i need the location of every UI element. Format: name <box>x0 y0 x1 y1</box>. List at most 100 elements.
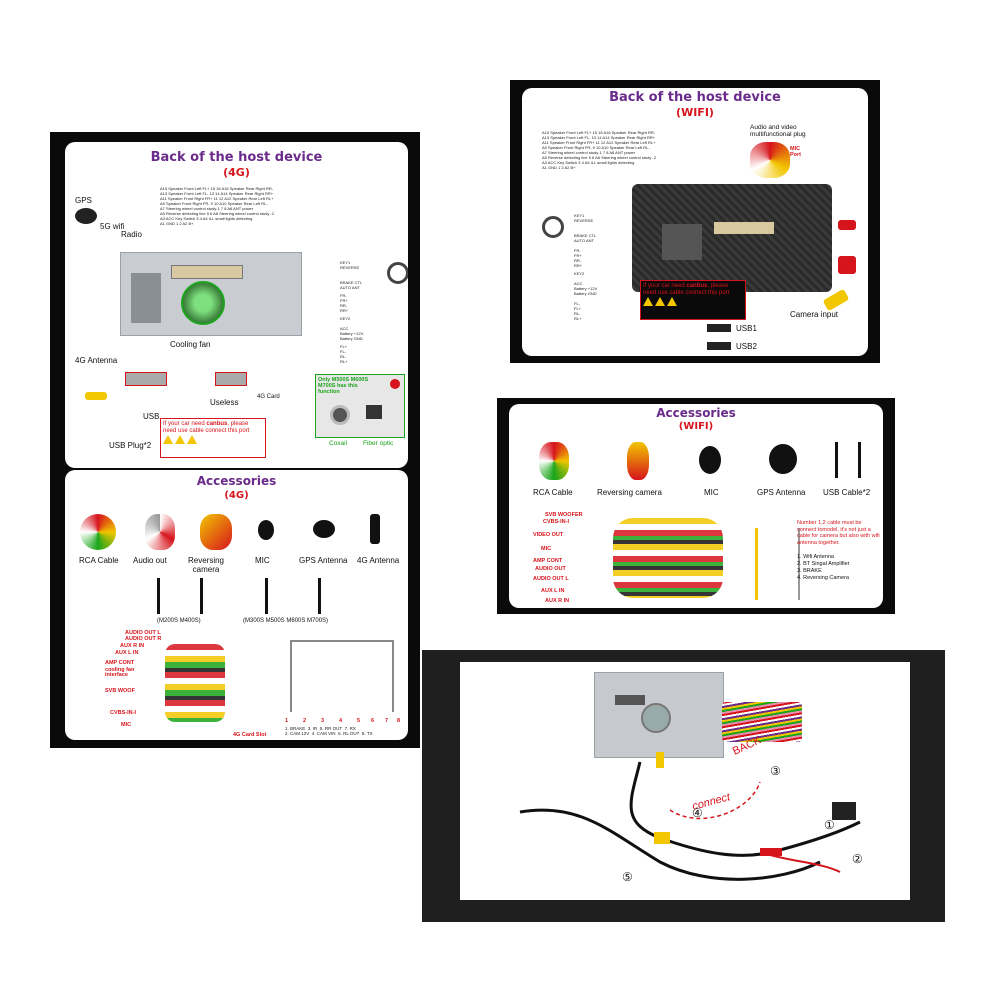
rca-yellow-icon <box>85 392 107 400</box>
pin-row: A7 Steering wheel control study-1 7 8 A8… <box>160 206 254 211</box>
camera-cable <box>629 761 861 857</box>
harness-label: CVBS-IN-I <box>110 710 136 716</box>
harness-label: AUDIO OUT <box>535 566 566 572</box>
acc-wifi-subtitle: (WIFI) <box>678 421 714 432</box>
wire-label: RR+ <box>340 308 349 313</box>
acc-wifi-title: Accessories <box>656 406 736 420</box>
harness-label: cooling fan interface <box>105 667 135 678</box>
harness-label: AUDIO OUT R <box>125 636 162 642</box>
pin-row: A15 Speaker Front Left FL+ 15 16 A16 Spe… <box>160 186 274 191</box>
accessories-4g-card: Accessories (4G) RCA Cable Audio out Rev… <box>65 470 408 740</box>
pin-row: A5 Reverse detecting line 5 6 A6 Steerin… <box>160 211 275 216</box>
canbus-suffix: , please need use cable connect this por… <box>643 283 730 296</box>
gps-antenna-icon <box>769 444 797 474</box>
pin-legend-item: 1. BRAKE <box>285 726 306 731</box>
acc-item-label: RCA Cable <box>533 488 573 497</box>
accessories-wifi-card: Accessories (WIFI) RCA Cable Reversing c… <box>509 404 883 608</box>
pin-table-wifi: A15 Speaker Front Left FL+ 15 16 A16 Spe… <box>542 130 712 176</box>
wire-label: FL+ <box>574 306 582 311</box>
harness-label: AUX R IN <box>545 598 570 604</box>
harness-4g: AUDIO OUT L AUDIO OUT R AUX R IN AUX L I… <box>105 630 255 730</box>
mic-icon <box>699 446 721 474</box>
coxail-label: Coxail <box>329 440 348 447</box>
back-host-wifi-card: Back of the host device (WIFI) A15 Speak… <box>522 88 868 356</box>
pin-number: 4 <box>339 718 343 724</box>
wifi-list: 1. Wifi Antenna 2. BT Singal Amplifier 3… <box>797 554 881 582</box>
steering-wheel-icon <box>387 262 408 284</box>
pin-row: A5 Reverse detecting line 5 6 A6 Steerin… <box>542 155 657 160</box>
canbus-notice: If your car need canbus, please need use… <box>160 418 266 458</box>
warning-icon <box>187 435 197 444</box>
right-top-panel: Back of the host device (WIFI) A15 Speak… <box>510 80 880 363</box>
back-4g-title: Back of the host device <box>150 150 323 165</box>
harness-plugs <box>613 518 723 598</box>
wire-label: REVERSE <box>574 218 594 223</box>
pin-row: A11 Speaker Front Right FR+ 11 12 A12 Sp… <box>160 196 274 201</box>
pin-row: A13 Speaker Front Left FL- 13 14 A14 Spe… <box>542 135 656 140</box>
pin-legend-item: 5. RR OUT <box>319 726 343 731</box>
pin-cable-icon <box>290 640 394 712</box>
connection-cables-svg <box>519 752 861 881</box>
wifi-list-item: 3. BRAKE <box>797 568 822 574</box>
acc-item-label: GPS Antenna <box>299 556 348 565</box>
wire-label: FL- <box>340 349 346 354</box>
right-mid-panel: Accessories (WIFI) RCA Cable Reversing c… <box>497 398 895 614</box>
useless-label: Useless <box>210 398 239 407</box>
pin-row: A13 Speaker Front Left FL- 13 14 A14 Spe… <box>160 191 274 196</box>
wifi-port-block <box>662 224 702 260</box>
harness-label: MIC <box>121 722 132 728</box>
antenna-4g-label: 4G Antenna <box>75 356 118 365</box>
usb1-label: USB1 <box>736 324 757 333</box>
acc-item-label: MIC <box>255 556 270 565</box>
wire-label: Battery GND <box>574 291 597 296</box>
usb-cable-icon <box>835 442 861 478</box>
rca-yellow-plug <box>656 752 664 768</box>
wire-label: FR- <box>340 293 347 298</box>
wifi-list-item: 2. BT Singal Amplifier <box>797 561 850 567</box>
pin-legend-item: 2. CAM 12V <box>285 731 310 736</box>
pin-row: A9 Speaker Front Right FR- 9 10 A10 Spea… <box>160 201 268 206</box>
back-host-4g-card: Back of the host device (4G) A15 Speaker… <box>65 142 408 468</box>
canbus-highlight: canbus <box>206 421 228 427</box>
gps-antenna-icon <box>313 520 335 538</box>
back-wifi-subtitle: (WIFI) <box>676 106 714 119</box>
wire-label: RL- <box>574 311 581 316</box>
warning-icon <box>667 297 677 306</box>
pin-legend: 1. BRAKE 3. IR 5. RR OUT 7. RX 2. CAM 12… <box>285 726 403 740</box>
harness-label: SVB WOOFER <box>545 512 583 518</box>
canbus-prefix: If your car need <box>163 421 207 427</box>
pin-number: 1 <box>285 718 289 724</box>
wire-label: RR+ <box>574 263 583 268</box>
usb-cable-icon <box>265 578 321 614</box>
harness-label: AUX L IN <box>541 588 565 594</box>
coax-port-icon <box>330 405 350 425</box>
usb-cable-icon <box>157 578 203 614</box>
right-wire-list: KEY1 REVERSE BRAKE CTL AUTO ANT FR- FR+ … <box>340 260 400 370</box>
harness-label: AUDIO OUT L <box>533 576 569 582</box>
harness-label: AUX R IN <box>120 643 145 649</box>
rca-cable-icon <box>80 514 116 550</box>
wire-label: RL+ <box>574 316 582 321</box>
warning-icon <box>643 297 653 306</box>
wire-label: ACC <box>340 326 349 331</box>
harness-plugs <box>165 644 225 722</box>
wifi-list-item: 4. Reversing Camera <box>797 575 849 581</box>
steering-wheel-icon <box>542 216 564 238</box>
pin-number: 8 <box>397 718 401 724</box>
mic-icon <box>258 520 274 540</box>
wifi-cable-icon <box>755 528 800 600</box>
wire-bundle <box>722 702 802 742</box>
av-plug-icon <box>750 142 790 178</box>
camera-plug-icon <box>822 288 850 312</box>
acc-item-label: MIC <box>704 488 719 497</box>
marker-3: ③ <box>770 764 781 778</box>
pin-row: A1 GND 1 2 A2 B+ <box>160 221 194 226</box>
wire-label: FL- <box>574 301 580 306</box>
canbus-notice-wifi: If your car need canbus, please need use… <box>640 280 746 320</box>
warning-icon <box>655 297 665 306</box>
acc-item-label: USB Cable*2 <box>823 488 871 497</box>
wire-label: FR- <box>574 248 581 253</box>
wire-label: BRAKE CTL <box>340 280 363 285</box>
pin-row: A3 ACC Key Switch 3 4 A4 ILL small light… <box>542 160 635 165</box>
wifi-list-item: 1. Wifi Antenna <box>797 554 834 560</box>
